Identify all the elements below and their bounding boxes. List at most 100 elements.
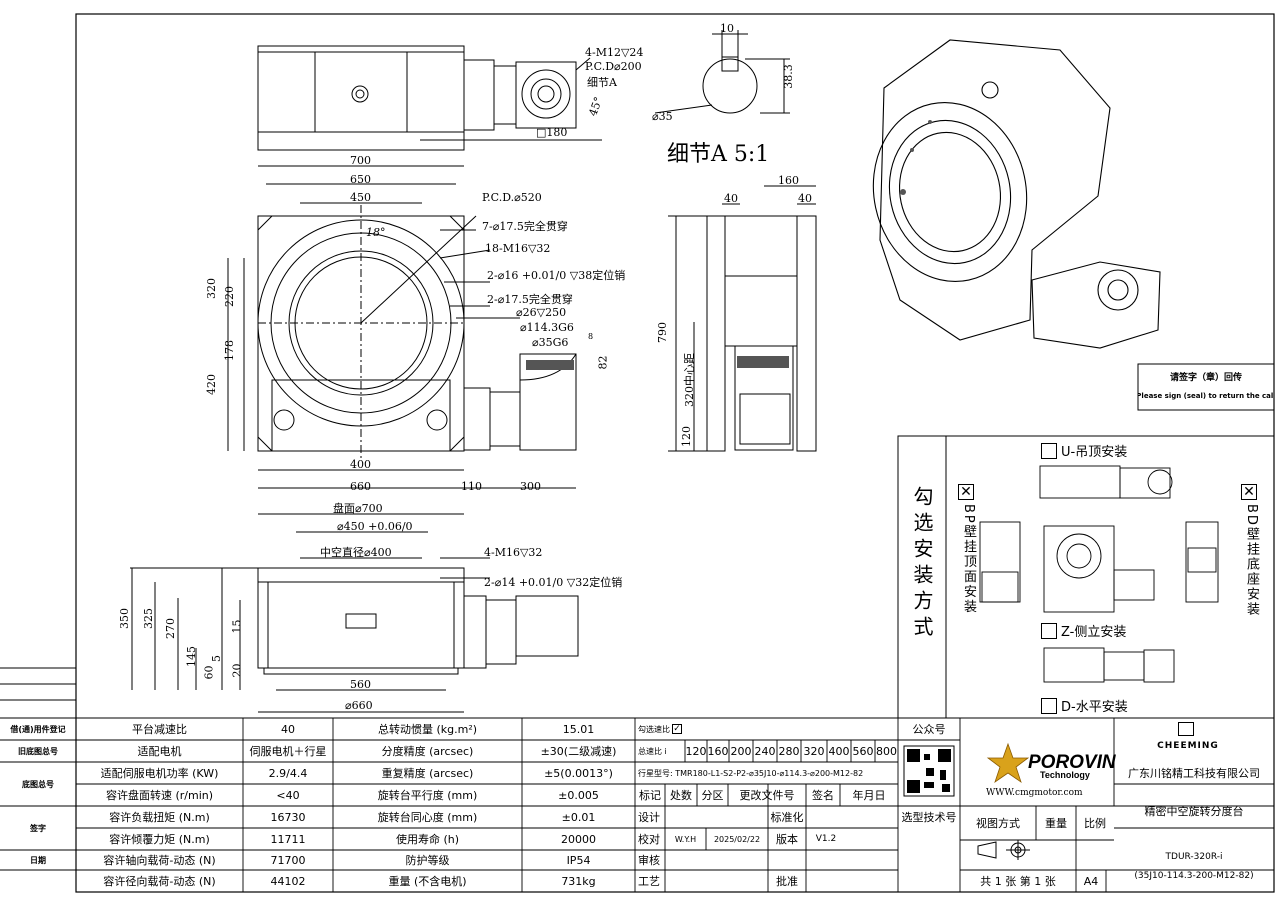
callout-35g6: ⌀35G6	[532, 336, 569, 349]
ratio-value[interactable]: 400	[828, 744, 850, 758]
mount-bd-label: BD壁挂底座安装	[1244, 504, 1259, 617]
param-value: 71700	[270, 853, 306, 867]
front-view	[227, 165, 577, 489]
qr-code	[903, 745, 955, 797]
side-dim-790: 790	[656, 322, 669, 343]
param-value: ±0.01	[561, 810, 596, 824]
porovin-logo	[986, 742, 1030, 784]
dim-300: 300	[520, 480, 541, 493]
dim-82: 82	[596, 355, 610, 370]
bottom-dim-5: 5	[210, 655, 223, 662]
angle-18: 18°	[366, 226, 386, 239]
projection-symbol	[977, 840, 1030, 860]
ratio-check-label: 勾选速比	[638, 724, 670, 734]
sheet-count: 共 1 张 第 1 张	[980, 875, 1056, 888]
rev-header: 分区	[701, 789, 724, 802]
mount-bd-checkbox[interactable]: ✕	[1241, 484, 1257, 500]
param-key: 重量 (不含电机)	[388, 875, 467, 888]
left-label-2: 底图总号	[22, 779, 54, 789]
param-value: 731kg	[561, 874, 596, 888]
ratio-value[interactable]: 200	[730, 744, 752, 758]
company-name: 广东川铭精工科技有限公司	[1128, 767, 1260, 780]
dim-650: 650	[350, 173, 371, 186]
rev-row-label: 审核	[638, 854, 660, 867]
param-key: 容许径向载荷-动态 (N)	[103, 875, 216, 888]
param-key: 使用寿命 (h)	[395, 833, 460, 846]
model-code-sub: (35J10-114.3-200-M12-82)	[1134, 871, 1254, 881]
ratio-checkbox[interactable]: ✓	[672, 723, 682, 734]
cheeming-logo-text: CHEEMING	[1157, 741, 1219, 751]
side-dim-40a: 40	[724, 192, 738, 205]
bottom-dim-15: 15	[230, 619, 244, 634]
rev-header: 年月日	[852, 789, 886, 802]
ratio-check[interactable]: 勾选速比 ✓	[635, 718, 695, 740]
left-label-0: 借(通)用件登记	[10, 724, 66, 734]
mount-option-d[interactable]: D-水平安装	[1041, 696, 1128, 715]
param-key: 旋转台平行度 (mm)	[377, 789, 478, 802]
mount-z-label: Z-侧立安装	[1061, 625, 1127, 640]
side-view	[668, 185, 817, 452]
rev-row-label: 设计	[638, 811, 660, 824]
param-key: 旋转台同心度 (mm)	[377, 811, 478, 824]
mount-u-checkbox[interactable]	[1041, 442, 1057, 459]
param-key: 平台减速比	[132, 723, 187, 736]
ratio-value[interactable]: 320	[803, 744, 825, 758]
ratio-value[interactable]: 560	[852, 744, 874, 758]
planetary-model: 行星型号: TMR180-L1-S2-P2-⌀35J10-⌀114.3-⌀200…	[638, 768, 864, 778]
callout-detail-a: 细节A	[587, 76, 617, 89]
left-label-4: 日期	[30, 855, 46, 865]
check-date: 2025/02/22	[713, 834, 761, 844]
dim-450: 450	[350, 191, 371, 204]
rev-header: 处数	[670, 789, 692, 802]
detail-dim-10: 10	[720, 22, 734, 35]
detail-dim-38: 38.3	[781, 64, 795, 89]
brand-name: POROVIN	[1028, 752, 1116, 773]
dim-110: 110	[461, 480, 482, 493]
mount-option-u[interactable]: U-吊顶安装	[1041, 441, 1127, 460]
select-tech-label: 选型技术号	[901, 811, 957, 824]
param-value: 20000	[561, 832, 596, 846]
mount-d-checkbox[interactable]	[1041, 697, 1057, 714]
param-key: 防护等级	[405, 854, 450, 867]
ratio-value[interactable]: 160	[707, 744, 729, 758]
param-key: 容许倾覆力矩 (N.m)	[109, 833, 210, 846]
view-label: 视图方式	[976, 817, 1020, 830]
rev-header: 更改文件号	[739, 789, 795, 802]
left-label-1: 旧底图总号	[18, 746, 58, 756]
rev-header: 签名	[812, 789, 834, 802]
ratio-value[interactable]: 120	[685, 744, 707, 758]
param-value: 44102	[270, 874, 306, 888]
ratio-value[interactable]: 800	[876, 744, 897, 758]
dim-660: 660	[350, 480, 371, 493]
wechat-label: 公众号	[912, 723, 946, 736]
callout-114: ⌀114.3G6	[520, 321, 574, 334]
callout-through-2: 2-⌀17.5完全贯穿	[487, 293, 573, 306]
bottom-dim-560: 560	[350, 678, 371, 691]
mount-option-z[interactable]: Z-侧立安装	[1041, 621, 1126, 640]
param-value: 2.9/4.4	[268, 766, 308, 780]
param-value: 40	[281, 722, 295, 736]
mount-sketches	[979, 465, 1219, 683]
param-value: 11711	[270, 832, 306, 846]
dim-8: 8	[588, 332, 594, 341]
mount-bp-checkbox[interactable]: ✕	[958, 484, 974, 500]
bottom-dim-660: ⌀660	[345, 699, 373, 712]
mount-z-checkbox[interactable]	[1041, 622, 1057, 639]
bottom-dim-325: 325	[142, 608, 155, 629]
bottom-dim-700: 盘面⌀700	[333, 502, 383, 515]
product-name: 精密中空旋转分度台	[1144, 805, 1244, 818]
callout-26: ⌀26▽250	[516, 306, 567, 319]
bottom-dim-60: 60	[202, 665, 216, 680]
ratio-value[interactable]: 240	[754, 744, 776, 758]
return-note-cn: 请签字（章）回传	[1169, 372, 1242, 383]
version-label: 版本	[776, 833, 798, 846]
mount-bp-label: BP壁挂顶面安装	[961, 504, 976, 615]
param-value: IP54	[566, 853, 591, 867]
ratio-value[interactable]: 280	[778, 744, 800, 758]
param-value: <40	[276, 788, 300, 802]
param-key: 适配伺服电机功率 (KW)	[100, 767, 219, 780]
detail-title: 细节A 5:1	[667, 142, 770, 167]
mounting-title: 勾选安装方式	[910, 486, 934, 642]
paper-size: A4	[1083, 874, 1099, 888]
side-dim-120: 120	[680, 426, 693, 447]
